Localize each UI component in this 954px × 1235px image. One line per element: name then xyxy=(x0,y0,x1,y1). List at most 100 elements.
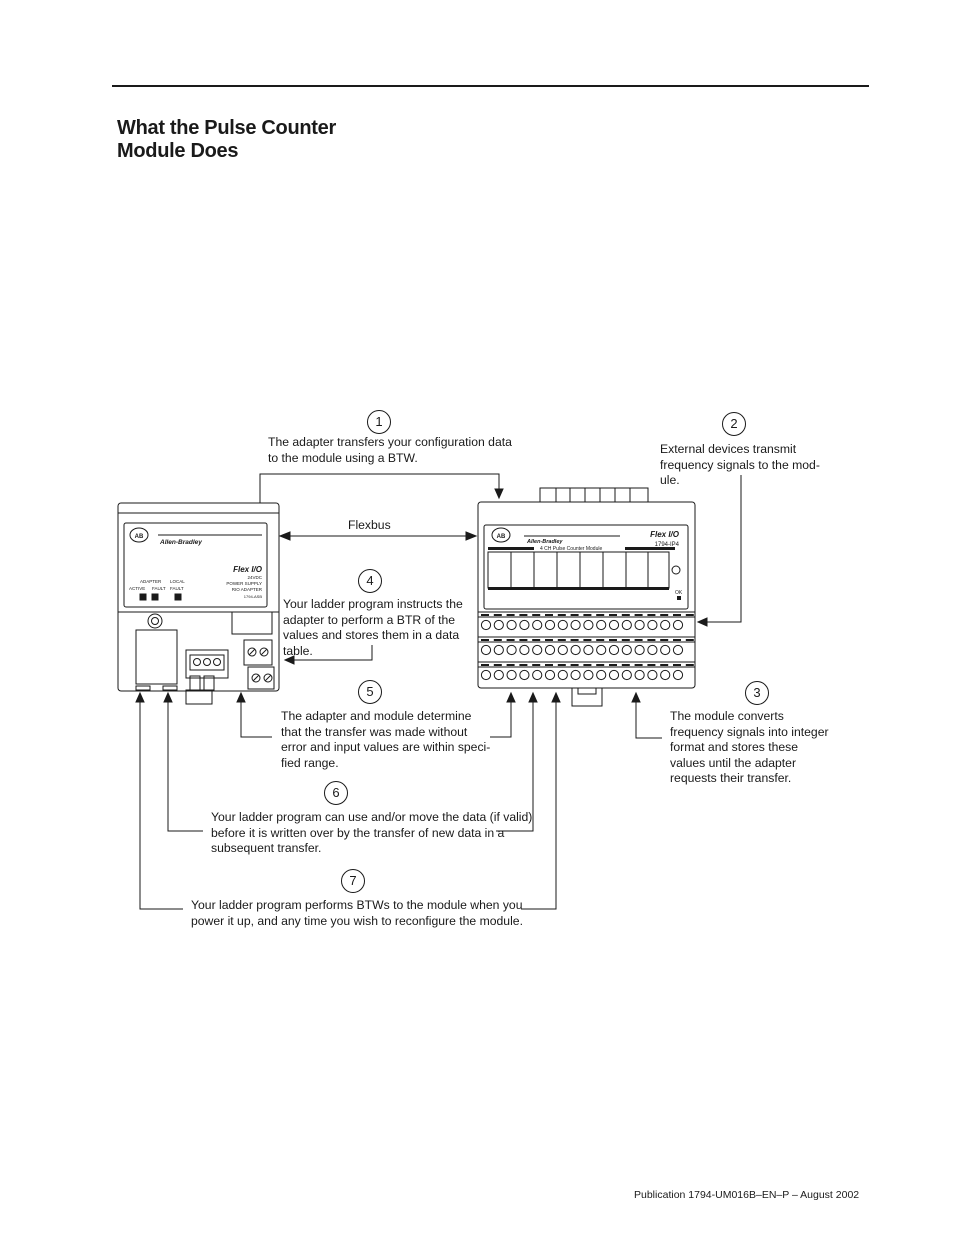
module-flex-logo: Flex I/O xyxy=(650,530,680,539)
callout-2-line: ule. xyxy=(660,473,680,488)
terminal-notch xyxy=(685,664,694,666)
terminal-notch xyxy=(685,614,694,616)
callout-4-number: 4 xyxy=(358,569,382,593)
callout-5-line: The adapter and module determine xyxy=(281,709,472,723)
terminal-notch xyxy=(557,614,566,616)
callout-5-line: fied range. xyxy=(281,755,339,770)
callout-3-line: The module converts xyxy=(670,709,784,723)
adapter-local-fault-led xyxy=(174,593,182,601)
module-catalog: 1794-IP4 xyxy=(655,542,680,548)
callout-2-text: External devices transmit frequency sign… xyxy=(660,442,820,489)
terminal-notch xyxy=(634,664,643,666)
terminal-screw-icon xyxy=(608,644,620,656)
terminal-screw-icon xyxy=(570,619,581,631)
terminal-screw-icon xyxy=(672,619,684,631)
terminal-screw-icon xyxy=(634,619,645,631)
terminal-screw-icon xyxy=(480,669,492,681)
terminal-notch xyxy=(583,664,592,666)
terminal-screw-icon xyxy=(634,644,645,656)
terminal-screw-icon xyxy=(557,644,568,656)
terminal-screw-icon xyxy=(583,619,594,631)
module-ok-label: OK xyxy=(675,590,683,596)
terminal-notch xyxy=(493,614,502,616)
terminal-screw-icon xyxy=(596,669,607,681)
callout-1-line: The adapter transfers your configuration… xyxy=(268,435,512,449)
terminal-screw-icon xyxy=(570,669,581,681)
adapter-led-group2: LOCAL xyxy=(170,579,185,584)
adapter-led-local-fault: FAULT xyxy=(170,586,184,591)
terminal-notch xyxy=(583,639,592,641)
module-name: 4 CH Pulse Counter Module xyxy=(540,546,602,552)
terminal-screw-icon xyxy=(634,669,645,681)
terminal-notch xyxy=(519,664,528,666)
callout-6-line: subsequent transfer. xyxy=(211,841,322,856)
adapter-active-led xyxy=(139,593,147,601)
terminal-screw-icon xyxy=(672,669,684,681)
callout-6-line: before it is written over by the transfe… xyxy=(211,825,505,840)
terminal-screw-icon xyxy=(493,619,504,631)
terminal-notch xyxy=(583,614,592,616)
terminal-notch xyxy=(519,639,528,641)
terminal-notch xyxy=(660,664,669,666)
callout-4-line: adapter to perform a BTR of the xyxy=(283,612,456,627)
callout-5-text: The adapter and module determine that th… xyxy=(281,709,490,771)
terminal-notch xyxy=(647,639,656,641)
callout-2-number: 2 xyxy=(722,412,746,436)
terminal-screw-icon xyxy=(660,619,671,631)
terminal-screw-icon xyxy=(647,644,658,656)
terminal-notch xyxy=(685,639,694,641)
adapter-flex-logo: Flex I/O xyxy=(233,565,263,574)
section-title-line2: Module Does xyxy=(117,140,239,162)
terminal-screw-icon xyxy=(608,619,620,631)
callout-2-line: External devices transmit xyxy=(660,442,797,456)
terminal-notch xyxy=(557,664,566,666)
terminal-screw-icon xyxy=(480,619,492,631)
terminal-notch xyxy=(647,664,656,666)
status-indicator-icon xyxy=(671,565,681,575)
terminal-notch xyxy=(673,639,681,641)
terminal-screw-icon xyxy=(621,619,632,631)
terminal-screw-icon xyxy=(608,669,620,681)
callout-7-line: Your ladder program performs BTWs to the… xyxy=(191,898,523,912)
terminal-screw-icon xyxy=(647,619,658,631)
callout-3-line: format and stores these xyxy=(670,740,799,755)
terminal-screw-icon xyxy=(557,669,568,681)
adapter-desc-line3: RIO ADAPTER xyxy=(232,587,263,592)
callout-7-text: Your ladder program performs BTWs to the… xyxy=(191,898,523,929)
terminal-notch xyxy=(621,614,630,616)
terminal-notch xyxy=(596,614,605,616)
terminal-screw-icon xyxy=(583,669,594,681)
ab-logo-icon xyxy=(129,527,149,543)
terminal-notch xyxy=(481,614,489,616)
module-brand: Allen-Bradley xyxy=(526,539,563,545)
terminal-notch xyxy=(506,614,515,616)
terminal-screw-icon xyxy=(647,669,658,681)
terminal-screw-icon xyxy=(596,619,607,631)
terminal-notch xyxy=(570,664,579,666)
terminal-screw-icon xyxy=(532,619,543,631)
terminal-notch xyxy=(545,639,553,641)
terminal-screw-icon xyxy=(506,619,517,631)
terminal-notch xyxy=(596,664,605,666)
callout-4-text: Your ladder program instructs the adapte… xyxy=(283,597,463,659)
terminal-screw-icon xyxy=(596,644,607,656)
callout-leaders xyxy=(135,473,742,910)
adapter-led-active: ACTIVE xyxy=(129,586,145,591)
adapter-device: AB Allen-Bradley Flex I/O ADAPTER LOCAL … xyxy=(117,502,280,705)
terminal-notch xyxy=(660,614,669,616)
terminal-screw-icon xyxy=(519,644,530,656)
adapter-desc-line2: POWER SUPPLY xyxy=(226,581,262,586)
callout-4-line: values and stores them in a data xyxy=(283,628,460,643)
adapter-catalog: 1794-ASB xyxy=(244,594,263,599)
callout-3-line: frequency signals into integer xyxy=(670,724,829,739)
terminal-notch xyxy=(660,639,669,641)
terminal-notch xyxy=(570,614,579,616)
callout-5-number: 5 xyxy=(358,680,382,704)
section-title-line1: What the Pulse Counter xyxy=(117,117,336,139)
terminal-screw-icon xyxy=(532,644,543,656)
terminal-screw-icon xyxy=(660,644,671,656)
terminal-notch xyxy=(673,664,681,666)
terminal-screw-icon xyxy=(672,644,684,656)
callout-4-line: table. xyxy=(283,643,313,658)
